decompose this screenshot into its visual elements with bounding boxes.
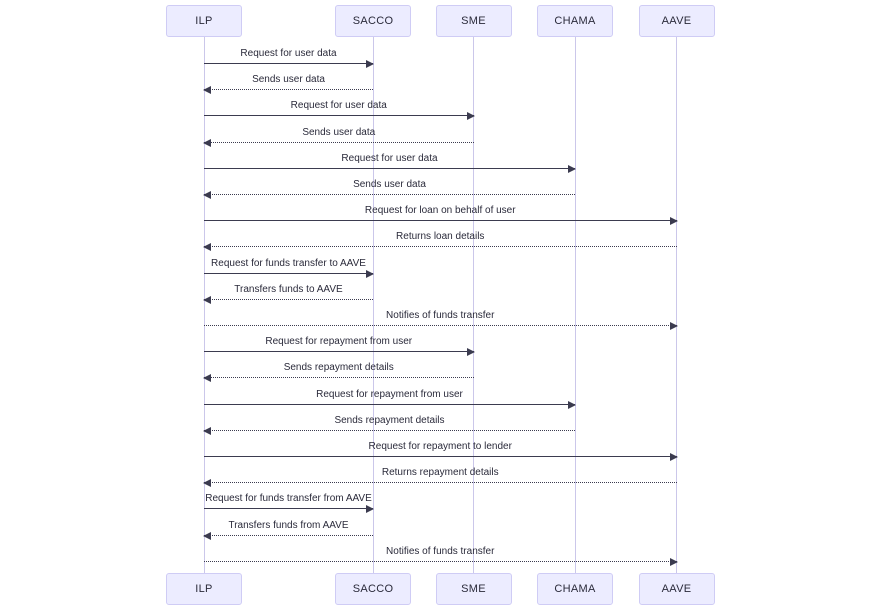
actor-box-aave-top: AAVE	[638, 5, 715, 37]
message-7: Request for loan on behalf of user	[204, 205, 678, 226]
message-5: Request for user data	[204, 152, 576, 173]
message-line-solid	[204, 272, 373, 274]
arrowhead-left-icon	[203, 479, 211, 488]
message-label: Request for funds transfer to AAVE	[211, 257, 366, 269]
message-line-solid	[204, 220, 677, 222]
message-label: Sends user data	[252, 74, 325, 86]
lifeline-chama	[574, 37, 576, 573]
message-label: Request for repayment from user	[316, 388, 463, 400]
message-label: Notifies of funds transfer	[386, 545, 495, 557]
message-8: Returns loan details	[203, 231, 677, 252]
message-12: Request for repayment from user	[204, 336, 475, 357]
message-line-solid	[204, 167, 575, 169]
message-line-dotted	[204, 560, 677, 562]
arrowhead-right-icon	[366, 505, 374, 514]
arrowhead-left-icon	[203, 243, 211, 252]
message-19: Transfers funds from AAVE	[203, 519, 373, 540]
message-line-dotted	[204, 298, 373, 300]
message-label: Request for repayment from user	[265, 336, 413, 348]
message-label: Sends user data	[302, 126, 376, 138]
message-16: Request for repayment to lender	[204, 441, 678, 461]
arrowhead-right-icon	[669, 217, 678, 226]
message-10: Transfers funds to AAVE	[203, 283, 373, 304]
message-13: Sends repayment details	[203, 362, 474, 383]
message-line-solid	[204, 63, 373, 64]
actor-box-ilp-bottom: ILP	[166, 573, 242, 605]
message-line-dotted	[204, 325, 677, 326]
message-label: Returns loan details	[396, 231, 485, 243]
actor-box-sme-top: SME	[435, 5, 512, 37]
arrowhead-right-icon	[669, 557, 678, 566]
message-line-dotted	[204, 194, 575, 195]
arrowhead-right-icon	[568, 164, 576, 173]
arrowhead-right-icon	[366, 60, 374, 68]
message-line-dotted	[204, 246, 677, 248]
message-14: Request for repayment from user	[204, 388, 576, 409]
message-line-solid	[204, 456, 677, 457]
message-label: Sends user data	[353, 179, 426, 190]
arrowhead-right-icon	[568, 400, 576, 409]
message-20: Notifies of funds transfer	[204, 545, 678, 566]
message-4: Sends user data	[203, 126, 474, 147]
actor-box-sacco-top: SACCO	[335, 5, 411, 37]
message-1: Request for user data	[204, 48, 374, 68]
arrowhead-left-icon	[203, 374, 211, 383]
lifeline-aave	[676, 37, 677, 573]
message-label: Request for funds transfer from AAVE	[205, 493, 372, 505]
message-11: Notifies of funds transfer	[204, 310, 678, 330]
message-3: Request for user data	[204, 100, 475, 121]
message-label: Request for repayment to lender	[368, 441, 512, 452]
arrowhead-left-icon	[203, 86, 211, 95]
message-label: Sends repayment details	[283, 362, 394, 374]
message-line-solid	[204, 351, 474, 353]
message-line-solid	[204, 403, 575, 405]
message-15: Sends repayment details	[203, 414, 575, 435]
arrowhead-left-icon	[203, 531, 211, 540]
actor-box-sacco-bottom: SACCO	[335, 573, 411, 605]
lifeline-sme	[473, 37, 474, 573]
arrowhead-right-icon	[466, 112, 475, 121]
message-18: Request for funds transfer from AAVE	[204, 493, 374, 514]
arrowhead-right-icon	[669, 453, 678, 461]
actor-box-ilp-top: ILP	[166, 5, 242, 37]
message-label: Request for user data	[341, 152, 438, 164]
message-line-dotted	[204, 89, 373, 91]
actor-box-chama-top: CHAMA	[537, 5, 613, 37]
message-line-dotted	[204, 534, 373, 536]
message-label: Request for user data	[290, 100, 387, 112]
arrowhead-right-icon	[669, 322, 678, 330]
arrowhead-right-icon	[466, 348, 475, 357]
message-2: Sends user data	[203, 74, 373, 95]
arrowhead-left-icon	[203, 426, 211, 435]
message-line-dotted	[204, 141, 474, 143]
message-label: Returns repayment details	[381, 467, 499, 479]
actor-box-aave-bottom: AAVE	[638, 573, 715, 605]
message-label: Request for loan on behalf of user	[364, 205, 516, 217]
lifeline-ilp	[203, 37, 205, 573]
message-label: Transfers funds from AAVE	[228, 519, 349, 531]
message-17: Returns repayment details	[203, 467, 677, 488]
message-6: Sends user data	[203, 179, 575, 199]
message-label: Sends repayment details	[334, 414, 445, 426]
arrowhead-left-icon	[203, 295, 211, 304]
arrowhead-left-icon	[203, 138, 211, 147]
message-label: Transfers funds to AAVE	[234, 283, 343, 295]
message-line-solid	[204, 115, 474, 117]
arrowhead-left-icon	[203, 191, 211, 199]
message-line-solid	[204, 508, 373, 510]
lifeline-sacco	[372, 37, 374, 573]
message-line-dotted	[204, 377, 474, 379]
actor-box-chama-bottom: CHAMA	[537, 573, 613, 605]
message-9: Request for funds transfer to AAVE	[204, 257, 374, 278]
message-line-dotted	[204, 429, 575, 431]
actor-box-sme-bottom: SME	[435, 573, 512, 605]
message-label: Notifies of funds transfer	[386, 310, 495, 321]
message-label: Request for user data	[240, 48, 337, 59]
arrowhead-right-icon	[366, 269, 374, 278]
message-line-dotted	[204, 482, 677, 484]
